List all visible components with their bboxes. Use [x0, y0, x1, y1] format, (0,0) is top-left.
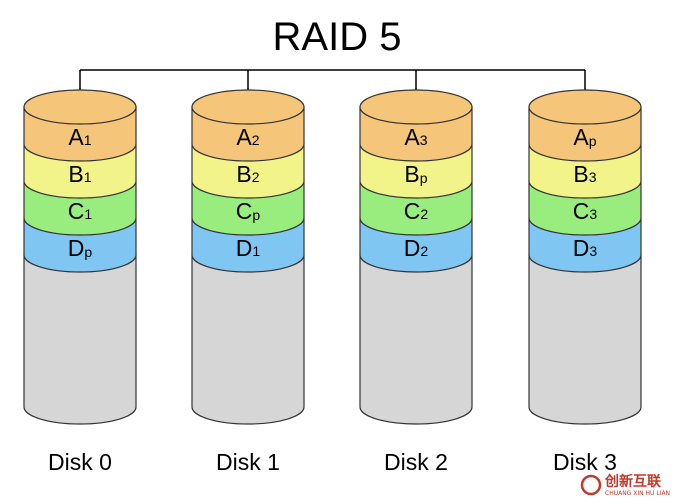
- block-label: Bp: [404, 161, 427, 187]
- block-label: Cp: [236, 198, 261, 224]
- block-label: B2: [236, 161, 259, 187]
- disk-empty-space: [23, 254, 137, 425]
- disk-label: Disk 0: [48, 449, 112, 475]
- disk-empty-space: [359, 254, 473, 425]
- block-label: D1: [236, 235, 261, 261]
- block-label: Dp: [68, 235, 93, 261]
- disk-top-cap: [23, 89, 137, 125]
- disk-empty-space: [528, 254, 642, 425]
- block-label: C3: [573, 198, 598, 224]
- watermark-text: 创新互联: [604, 473, 662, 490]
- disk-label: Disk 1: [216, 449, 280, 475]
- block-label: A1: [68, 124, 91, 150]
- diagram-title: RAID 5: [273, 15, 402, 59]
- watermark: 创新互联 CHUANG XIN HU LIAN: [580, 473, 670, 497]
- block-label: B1: [68, 161, 91, 187]
- block-label: C2: [404, 198, 429, 224]
- disk-top-cap: [191, 89, 305, 125]
- block-label: B3: [573, 161, 596, 187]
- disk-label: Disk 3: [553, 449, 617, 475]
- disk-label: Disk 2: [384, 449, 448, 475]
- swirl-logo-icon: [580, 474, 602, 496]
- block-label: A3: [404, 124, 427, 150]
- disk-top-cap: [528, 89, 642, 125]
- connector-lines: [79, 69, 586, 90]
- disk-empty-space: [191, 254, 305, 425]
- block-label: C1: [68, 198, 93, 224]
- disk-top-cap: [359, 89, 473, 125]
- block-label: Ap: [573, 124, 596, 150]
- block-label: A2: [236, 124, 259, 150]
- block-label: D2: [404, 235, 429, 261]
- watermark-subtext: CHUANG XIN HU LIAN: [605, 490, 670, 497]
- block-label: D3: [573, 235, 598, 261]
